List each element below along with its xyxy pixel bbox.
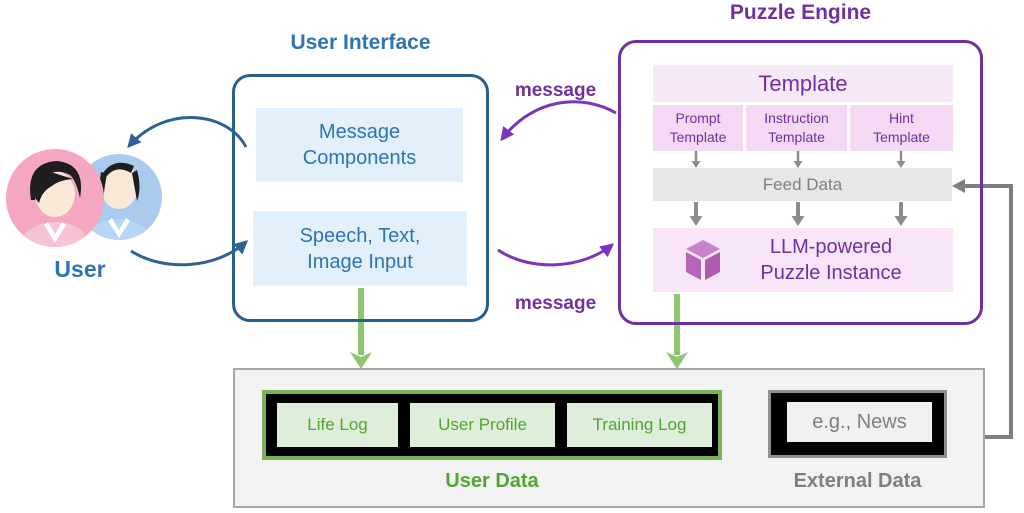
- feed-data-box: Feed Data: [653, 168, 952, 201]
- user-profile-box: User Profile: [410, 403, 555, 447]
- llm-puzzle-instance-box: LLM-powered Puzzle Instance: [653, 228, 953, 292]
- avatar-female-icon: [6, 149, 104, 247]
- external-data-label: External Data: [793, 470, 922, 492]
- template-header: Template: [653, 65, 953, 102]
- llm-puzzle-instance-label: LLM-powered Puzzle Instance: [760, 236, 902, 284]
- hint-template-cell: Hint Template: [850, 105, 953, 151]
- life-log-box: Life Log: [277, 403, 398, 447]
- user-interface-box: Message Components Speech, Text, Image I…: [232, 74, 489, 322]
- ui-to-engine-message-arrow: [497, 243, 615, 267]
- training-log-box: Training Log: [567, 403, 712, 447]
- message-label-top: message: [514, 80, 597, 101]
- ui-to-user-arrow: [127, 116, 248, 149]
- data-store-box: Life Log User Profile Training Log User …: [233, 368, 985, 508]
- template-cells-row: Prompt Template Instruction Template Hin…: [653, 105, 953, 151]
- user-label: User: [54, 256, 106, 282]
- user-interface-title: User Interface: [290, 31, 431, 54]
- engine-to-ui-message-arrow: [500, 100, 617, 142]
- user-data-label: User Data: [445, 470, 539, 492]
- message-components-box: Message Components: [256, 108, 463, 182]
- users-icon: [6, 149, 162, 247]
- user-data-frame: Life Log User Profile Training Log: [262, 390, 722, 460]
- puzzle-engine-title: Puzzle Engine: [729, 1, 872, 24]
- puzzle-engine-box: Template Prompt Template Instruction Tem…: [618, 40, 983, 325]
- message-label-bottom: message: [514, 293, 597, 314]
- cube-icon: [686, 240, 720, 280]
- instruction-template-cell: Instruction Template: [746, 105, 847, 151]
- news-box: e.g., News: [787, 402, 932, 442]
- prompt-template-cell: Prompt Template: [653, 105, 743, 151]
- external-data-frame: e.g., News: [768, 390, 947, 458]
- speech-text-image-input-box: Speech, Text, Image Input: [253, 211, 467, 286]
